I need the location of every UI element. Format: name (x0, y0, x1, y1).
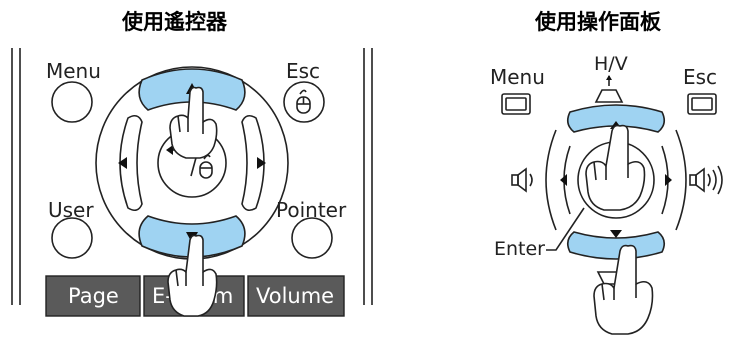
panel-up-button[interactable] (566, 104, 666, 133)
panel-down-arrow-icon (610, 230, 622, 238)
panel-hand-pointer-icon (585, 124, 646, 211)
remote-user-button[interactable] (51, 217, 93, 259)
enter-leader-line (546, 207, 585, 251)
panel-left-outer-bracket (545, 129, 557, 231)
keystone-icon (594, 75, 624, 103)
remote-right-button[interactable] (241, 114, 265, 212)
panel-right-arrow-icon (665, 174, 672, 186)
panel-left-arrow-icon (560, 174, 567, 186)
panel-down-button[interactable] (566, 231, 666, 260)
remote-control: Menu Esc User Pointer (11, 48, 373, 317)
remote-esc-label: Esc (286, 59, 320, 83)
tab-volume-label: Volume (256, 284, 334, 308)
hand-pointer-icon (169, 86, 218, 159)
panel-enter-label: Enter (494, 238, 545, 260)
tab-page-label: Page (68, 284, 119, 308)
remote-menu-label: Menu (46, 59, 101, 83)
panel-title: 使用操作面板 (535, 10, 661, 34)
remote-left-button[interactable] (119, 114, 143, 212)
panel-menu-label: Menu (490, 65, 545, 89)
remote-menu-button[interactable] (51, 81, 93, 123)
left-arrow-icon (118, 157, 127, 169)
hand-pointer-down-icon (167, 234, 218, 317)
panel-menu-button[interactable] (501, 93, 531, 115)
panel-esc-label: Esc (683, 65, 717, 89)
tab-page[interactable] (45, 275, 141, 317)
control-panel: Menu Esc H/V (490, 53, 723, 335)
remote-pointer-button[interactable] (291, 217, 333, 259)
volume-up-icon (689, 165, 723, 195)
volume-down-icon (511, 167, 533, 193)
right-arrow-icon (257, 157, 266, 169)
panel-esc-button[interactable] (687, 93, 717, 115)
panel-right-outer-bracket (675, 129, 687, 231)
tab-volume[interactable] (247, 275, 345, 317)
remote-esc-mouse-icon (296, 89, 311, 114)
panel-hv-label: H/V (594, 53, 628, 75)
panel-hand-pointer-down-icon (593, 244, 654, 335)
remote-esc-button[interactable] (283, 81, 325, 123)
remote-title: 使用遙控器 (122, 10, 227, 34)
